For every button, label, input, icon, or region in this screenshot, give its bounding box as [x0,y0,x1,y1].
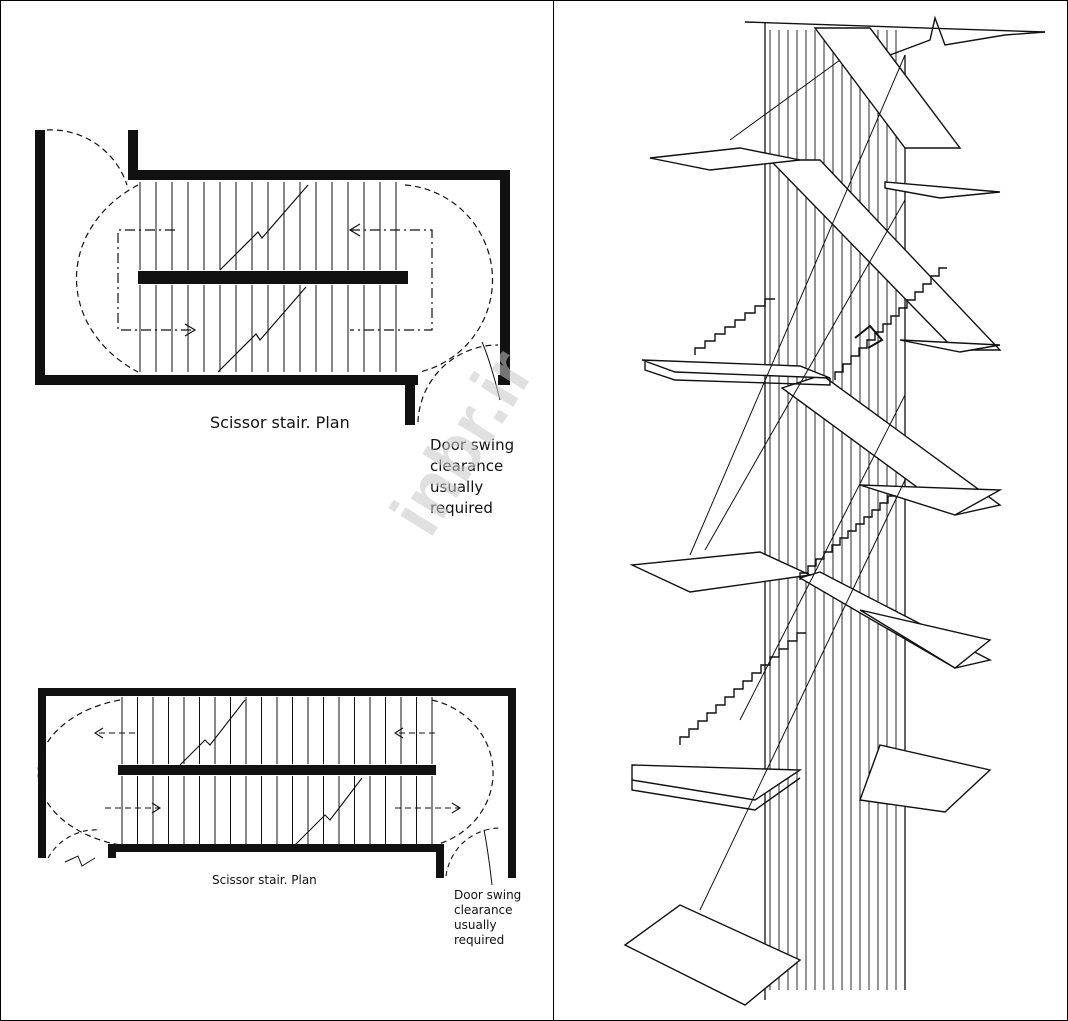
note-line: clearance [430,457,503,475]
landing-clearance-arc [37,699,121,846]
isometric-scissor-stair [623,15,1046,1006]
door-swing-arc [46,129,128,186]
note-line: required [454,933,504,947]
base-landing [623,904,802,1006]
top-plan-note: Door swing clearance usually required [430,436,514,517]
note-line: clearance [454,903,513,917]
stair-treads [139,182,397,372]
landing-clearance-arc [431,699,494,846]
step-profile [799,495,896,580]
landing-clearance-arc [75,184,139,373]
note-line: Door swing [430,436,514,454]
door-swing-arc [417,344,499,423]
watermark: inbr.ir [376,336,550,548]
median-wall [138,271,408,284]
step-profile [694,298,775,355]
note-line: Door swing [454,888,521,902]
note-line: required [430,499,493,517]
step-profile [679,632,806,745]
bottom-plan-note: Door swing clearance usually required [454,888,521,947]
panel-divider [553,0,554,1021]
note-line: usually [430,478,483,496]
landing-clearance-arc [404,184,494,373]
step-profile [834,267,947,380]
stair-steps [679,267,947,745]
note-line: usually [454,918,497,932]
top-plan-title: Scissor stair. Plan [210,413,350,432]
top-scissor-plan [35,129,510,425]
door-swing-arc [445,827,503,877]
bottom-plan-title: Scissor stair. Plan [212,873,317,887]
door-swing-arc [47,829,101,859]
median-wall [118,765,436,775]
bottom-scissor-plan [37,688,516,886]
